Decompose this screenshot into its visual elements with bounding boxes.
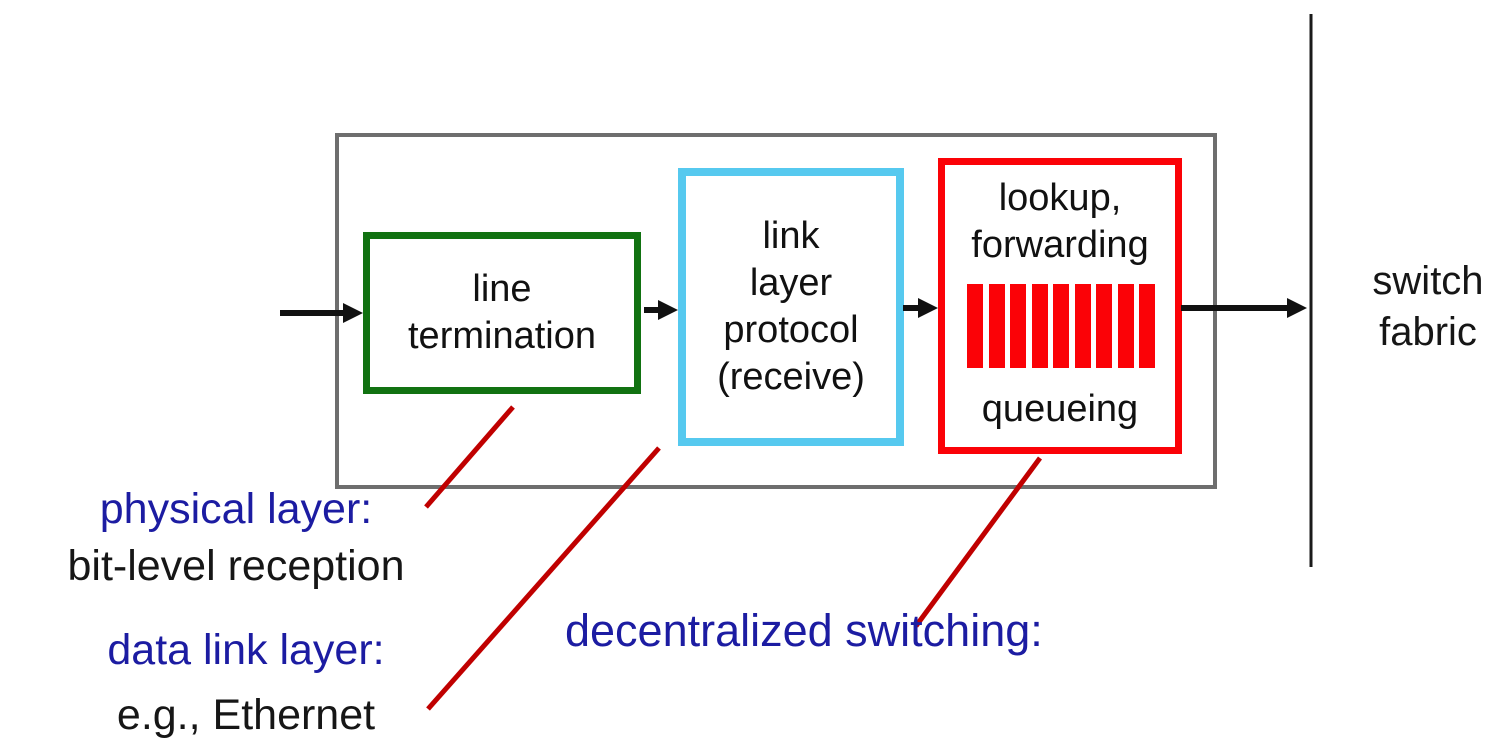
queue-bar [1096,284,1112,368]
lookup-forwarding-label: lookup, forwarding [971,177,1149,266]
queueing-label: queueing [981,388,1139,430]
physical-layer-subtitle: bit-level reception [67,542,405,590]
queue-bar [1139,284,1155,368]
queue-bar [967,284,983,368]
data-link-layer-subtitle: e.g., Ethernet [116,691,376,739]
switch-fabric-label: switch fabric [1372,259,1484,354]
queue-bar [1010,284,1026,368]
queue-bars [967,284,1155,368]
line-termination-box: line termination [363,232,641,394]
physical-layer-title: physical layer: [99,485,373,533]
queue-bar [988,284,1005,368]
queue-bar [1117,284,1134,368]
physical-layer-annotation: physical layer: bit-level reception [10,481,462,595]
data-link-layer-annotation: data link layer: e.g., Ethernet [22,618,470,748]
data-link-layer-title: data link layer: [107,626,385,674]
lookup-forwarding-queueing-box: lookup, forwarding queueing [938,158,1182,454]
decentralized-switching-annotation: decentralized switching: [565,605,1043,656]
queue-bar [1053,284,1069,368]
queue-bar [1031,284,1048,368]
queue-bar [1074,284,1091,368]
link-layer-protocol-box: link layer protocol (receive) [678,168,904,446]
